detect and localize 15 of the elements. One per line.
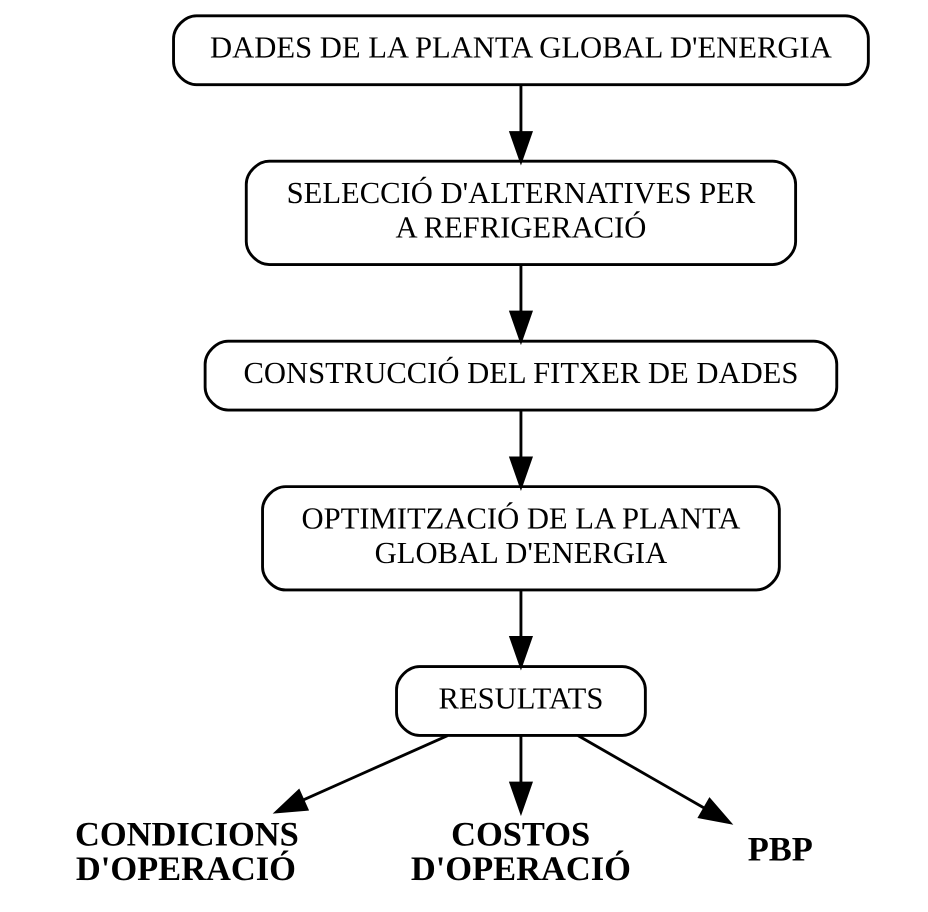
- arrow: [508, 590, 534, 670]
- node-box: DADES DE LA PLANTA GLOBAL D'ENERGIA: [172, 14, 870, 86]
- node-box: CONSTRUCCIÓ DEL FITXER DE DADES: [204, 340, 838, 412]
- node-box: SELECCIÓ D'ALTERNATIVES PER A REFRIGERACIÓ: [244, 160, 798, 266]
- arrow: [272, 734, 448, 814]
- node-box: RESULTATS: [395, 665, 647, 737]
- arrow: [508, 265, 534, 346]
- node-text: CONDICIONS D'OPERACIÓ: [74, 815, 299, 888]
- arrow: [508, 736, 534, 816]
- arrow: [577, 734, 734, 825]
- node-text: COSTOS D'OPERACIÓ: [410, 815, 631, 888]
- node-box: OPTIMITZACIÓ DE LA PLANTA GLOBAL D'ENERGIA: [261, 485, 781, 592]
- arrow: [508, 410, 534, 491]
- arrow: [508, 85, 534, 166]
- node-text: PBP: [748, 830, 813, 869]
